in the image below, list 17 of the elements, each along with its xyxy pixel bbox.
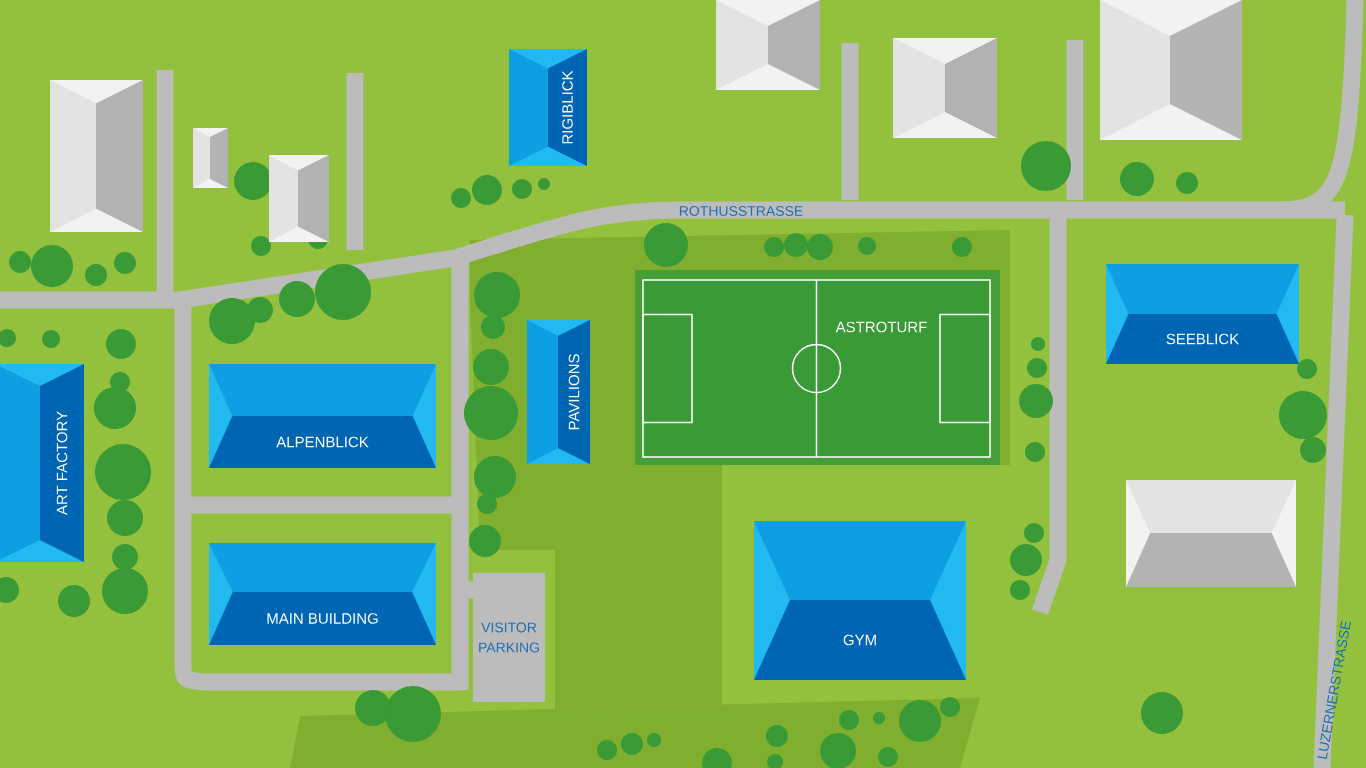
building: PAVILIONS <box>527 320 590 464</box>
building: SEEBLICK <box>1106 264 1299 364</box>
street-name: ROTHUSSTRASSE <box>679 206 803 216</box>
building <box>269 155 329 242</box>
building <box>1100 0 1242 140</box>
building: GYM <box>754 521 966 680</box>
sports-field: ASTROTURF <box>635 270 1000 465</box>
building: ART FACTORY <box>0 364 84 562</box>
building <box>893 38 997 138</box>
building <box>1126 480 1296 587</box>
parking-lot: VISITOR PARKING <box>473 573 545 702</box>
building <box>193 128 228 188</box>
building: MAIN BUILDING <box>209 543 436 645</box>
building <box>50 80 143 232</box>
building: RIGIBLICK <box>509 49 587 166</box>
building <box>716 0 820 90</box>
building: ALPENBLICK <box>209 364 436 468</box>
